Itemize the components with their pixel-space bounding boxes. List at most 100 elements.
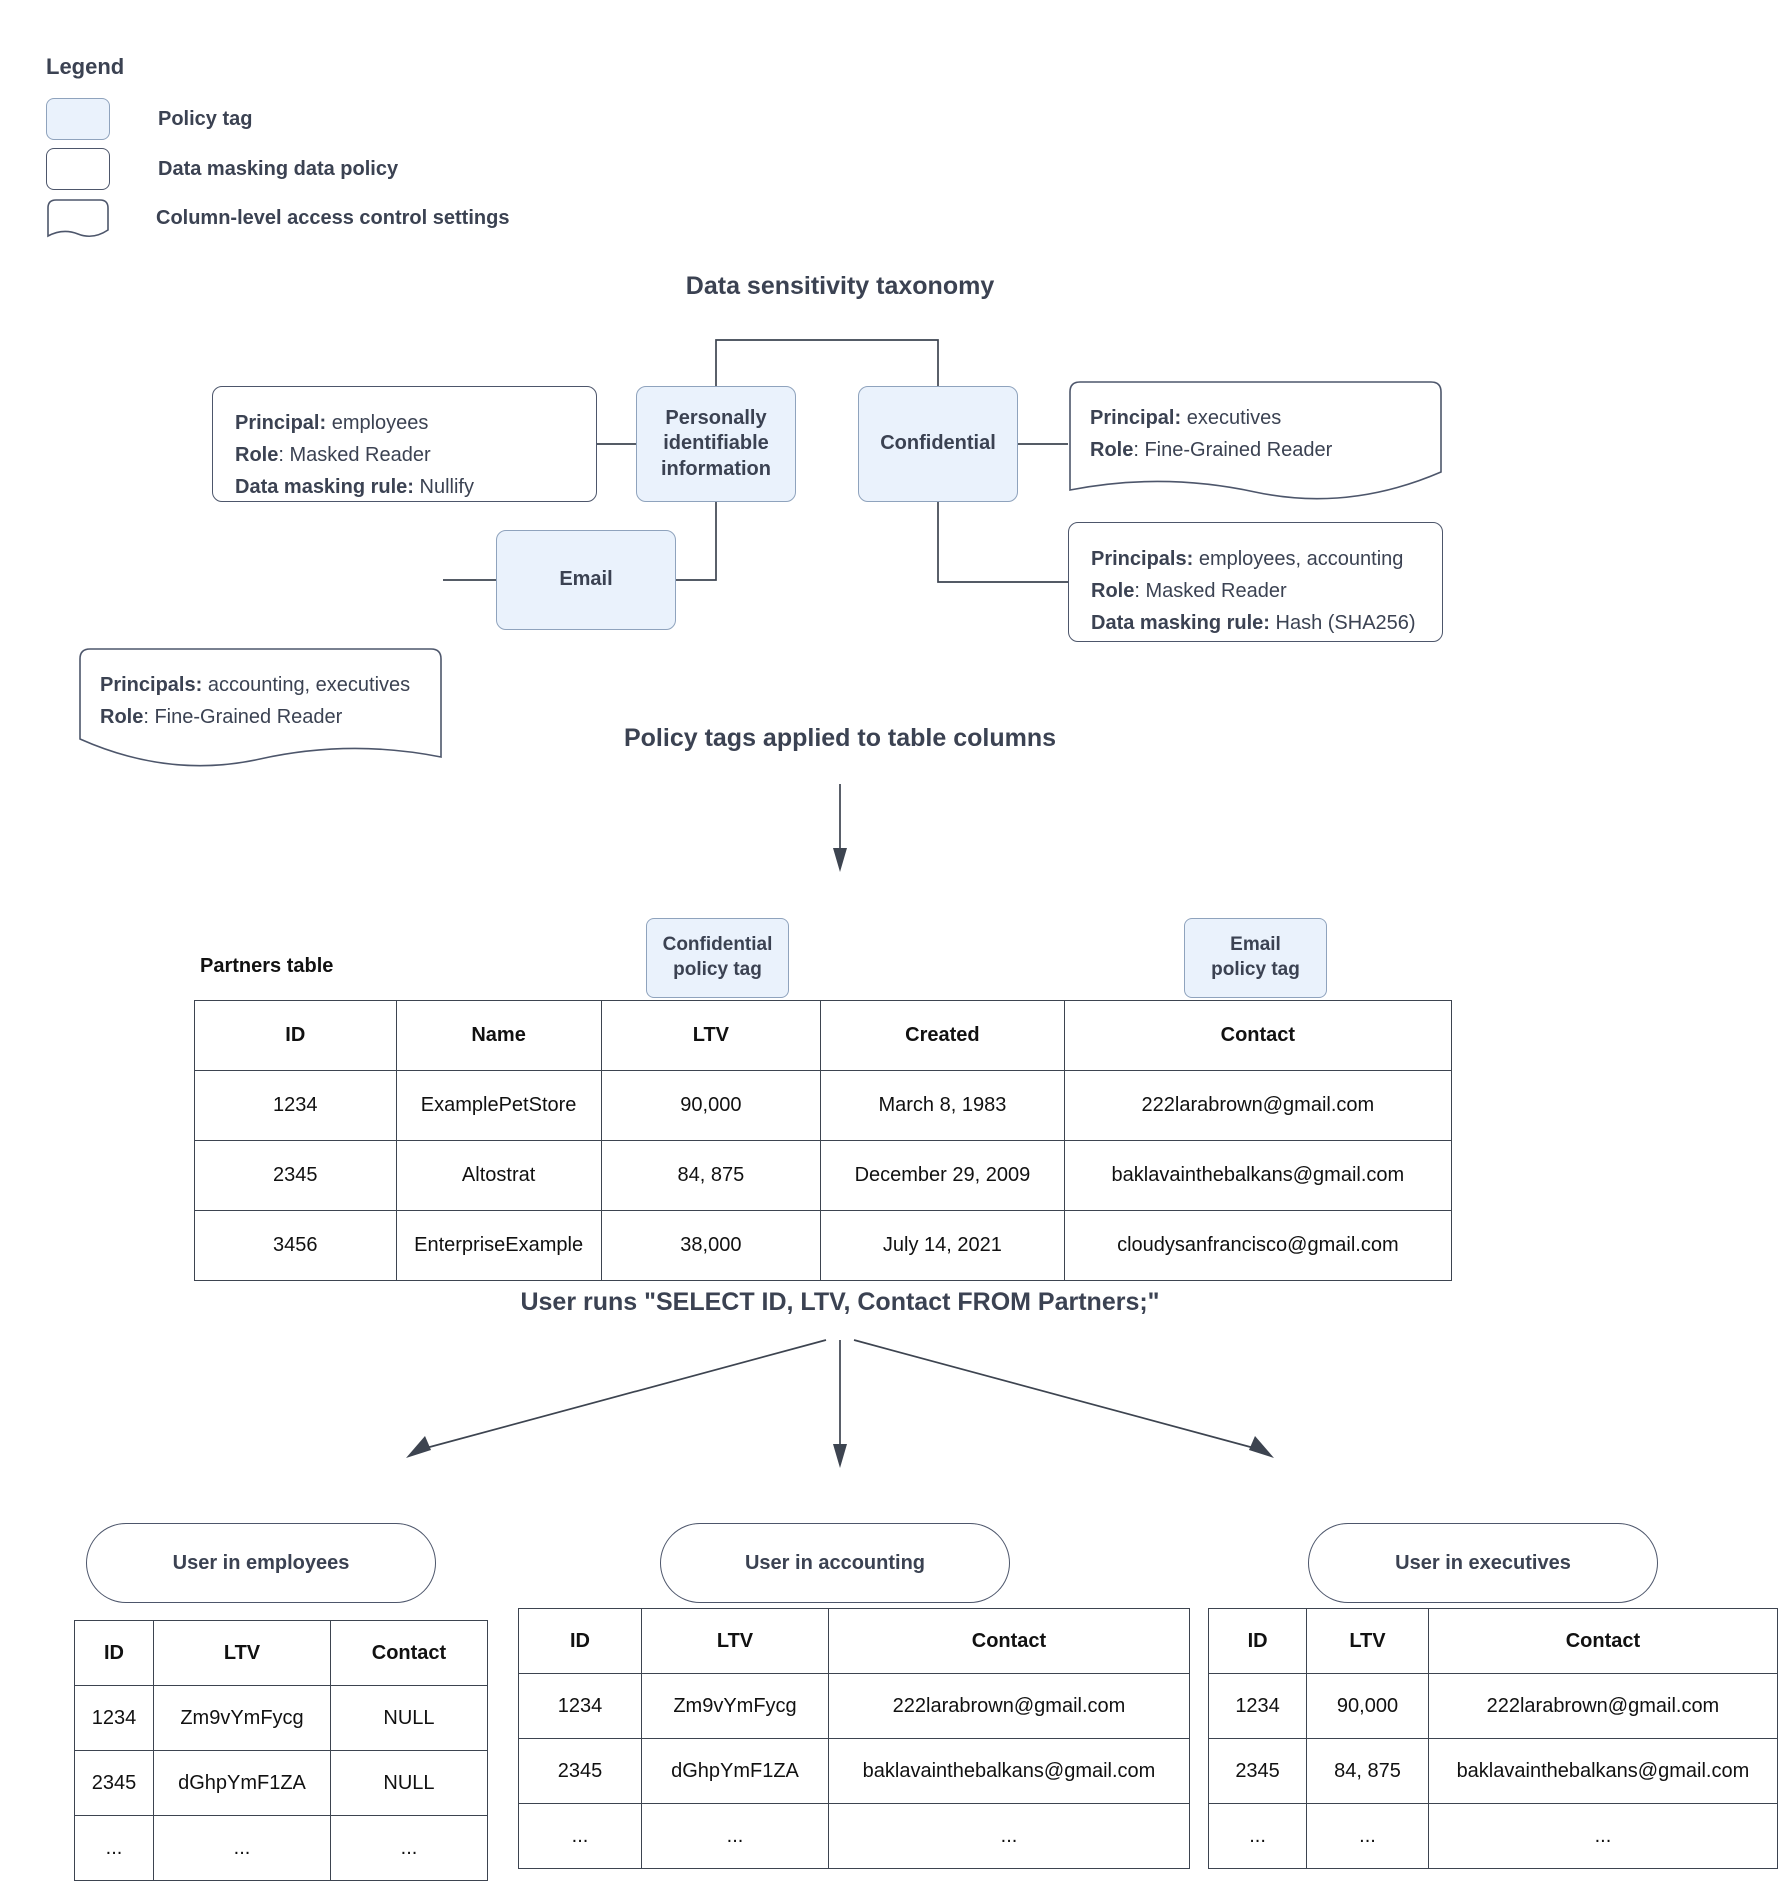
partners-table-column-header: Contact	[1063, 1000, 1453, 1071]
result-table-0-cell: ...	[153, 1815, 331, 1881]
chip-email-suffix: policy tag	[1211, 959, 1300, 980]
result-table-0-cell: ...	[74, 1815, 154, 1881]
confidential-role-line: Role: Fine-Grained Reader	[1090, 434, 1421, 466]
result-table-1-cell: ...	[518, 1803, 642, 1869]
chip-email-name: Email	[1230, 934, 1281, 956]
result-pill-executives: User in executives	[1308, 1523, 1658, 1603]
partners-table-cell: 2345	[194, 1140, 397, 1211]
partners-table-cell: July 14, 2021	[820, 1210, 1065, 1281]
result-table-0-cell: NULL	[330, 1685, 488, 1751]
result-table-2-column-header: Contact	[1427, 1608, 1778, 1674]
partners-table-cell: 38,000	[600, 1210, 822, 1281]
result-table-1-cell: 2345	[518, 1738, 642, 1804]
result-table-0-cell: ...	[330, 1815, 488, 1881]
email-access-control-box: Principals: accounting, executives Role:…	[78, 647, 443, 772]
result-table-2-cell: ...	[1427, 1803, 1778, 1869]
confidential-policy-rule-key: Data masking rule:	[1091, 612, 1270, 634]
confidential-policy-role-key: Role	[1091, 580, 1135, 602]
pii-rule-value: Nullify	[413, 476, 474, 498]
policy-tag-node-confidential[interactable]: Confidential	[858, 386, 1018, 502]
chip-confidential-name: Confidential	[662, 934, 773, 956]
partners-table-column-header: ID	[194, 1000, 397, 1071]
confidential-policy-role-value: : Masked Reader	[1134, 580, 1287, 602]
partners-table-column-header: Created	[820, 1000, 1065, 1071]
confidential-data-masking-policy-box: Principals: employees, accounting Role: …	[1068, 522, 1443, 642]
confidential-access-control-box: Principal: executives Role: Fine-Grained…	[1068, 380, 1443, 505]
result-table-2-cell: ...	[1207, 1803, 1308, 1869]
result-table-1-column-header: ID	[518, 1608, 642, 1674]
result-table-2-cell: ...	[1306, 1803, 1429, 1869]
diagram-canvas: Legend Policy tag Data masking data poli…	[46, 54, 1778, 1881]
partners-table-cell: 90,000	[600, 1070, 822, 1141]
pii-role-key: Role	[235, 444, 279, 466]
chip-confidential-suffix: policy tag	[673, 959, 762, 980]
legend-label-policy-tag: Policy tag	[158, 107, 253, 130]
partners-table-cell: cloudysanfrancisco@gmail.com	[1063, 1210, 1453, 1281]
chip-confidential-policy-tag[interactable]: Confidential policy tag	[646, 918, 789, 998]
partners-table-column-header: LTV	[600, 1000, 822, 1071]
email-role-value: : Fine-Grained Reader	[143, 706, 343, 729]
confidential-principal-key: Principal:	[1090, 407, 1182, 429]
legend-item-policy-tag: Policy tag	[46, 98, 252, 140]
result-table-0-column-header: Contact	[330, 1620, 488, 1686]
data-masking-swatch-icon	[46, 148, 110, 190]
confidential-role-value: : Fine-Grained Reader	[1133, 439, 1333, 462]
table-row: .........	[1207, 1803, 1778, 1869]
confidential-policy-rule-value: Hash (SHA256)	[1269, 612, 1416, 634]
confidential-policy-principals-value: employees, accounting	[1193, 548, 1404, 570]
result-table-1-cell: dGhpYmF1ZA	[641, 1738, 829, 1804]
pii-principal-value: employees	[326, 412, 429, 434]
policy-tags-section-title: Policy tags applied to table columns	[623, 724, 1057, 752]
taxonomy-section-title: Data sensitivity taxonomy	[685, 272, 995, 300]
policy-tag-node-email[interactable]: Email	[496, 530, 676, 630]
partners-table-cell: 222larabrown@gmail.com	[1063, 1070, 1453, 1141]
partners-table-label: Partners table	[200, 955, 334, 977]
partners-table-cell: 1234	[194, 1070, 397, 1141]
partners-table-cell: Altostrat	[395, 1140, 602, 1211]
result-table-0-cell: dGhpYmF1ZA	[153, 1750, 331, 1816]
result-table-1-cell: 222larabrown@gmail.com	[828, 1673, 1190, 1739]
result-table-2-cell: 84, 875	[1306, 1738, 1429, 1804]
legend-label-column-level-access: Column-level access control settings	[156, 206, 510, 229]
pii-principal-key: Principal:	[235, 412, 327, 434]
result-table-1-cell: ...	[828, 1803, 1190, 1869]
result-table-2-column-header: LTV	[1306, 1608, 1429, 1674]
pii-role-value: : Masked Reader	[278, 444, 431, 466]
partners-table-cell: 3456	[194, 1210, 397, 1281]
email-role-line: Role: Fine-Grained Reader	[100, 701, 421, 733]
chip-email-policy-tag[interactable]: Email policy tag	[1184, 918, 1327, 998]
table-row: .........	[74, 1815, 488, 1881]
result-table-2-column-header: ID	[1207, 1608, 1308, 1674]
result-table-1-cell: baklavainthebalkans@gmail.com	[828, 1738, 1190, 1804]
pii-principal-line: Principal: employees	[235, 407, 574, 439]
policy-tag-swatch-icon	[46, 98, 110, 140]
confidential-principal-value: executives	[1181, 407, 1282, 429]
result-table-1-cell: 1234	[518, 1673, 642, 1739]
pii-rule-line: Data masking rule: Nullify	[235, 471, 574, 503]
partners-table-cell: December 29, 2009	[820, 1140, 1065, 1211]
confidential-policy-principals-key: Principals:	[1091, 548, 1194, 570]
partners-table-cell: ExamplePetStore	[395, 1070, 602, 1141]
partners-table-cell: baklavainthebalkans@gmail.com	[1063, 1140, 1453, 1211]
email-principals-line: Principals: accounting, executives	[100, 669, 421, 701]
email-role-key: Role	[100, 706, 144, 729]
partners-table-cell: March 8, 1983	[820, 1070, 1065, 1141]
result-pill-employees: User in employees	[86, 1523, 436, 1603]
policy-tag-node-pii[interactable]: Personally identifiable information	[636, 386, 796, 502]
legend-item-data-masking: Data masking data policy	[46, 148, 398, 190]
result-table-2-cell: 90,000	[1306, 1673, 1429, 1739]
